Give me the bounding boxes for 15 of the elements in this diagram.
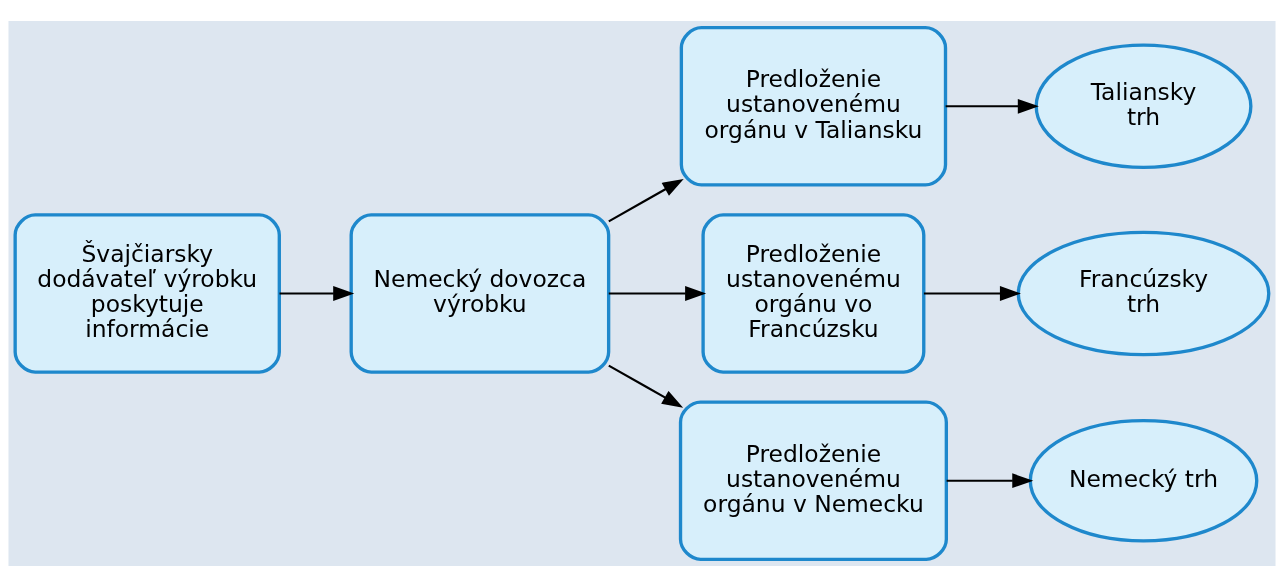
node-box: Predloženie ustanovenému orgánu v Nemecku [678, 400, 948, 561]
node-ellipse: Francúzsky trh [1016, 230, 1271, 356]
arrow [608, 178, 684, 222]
arrow [608, 285, 707, 301]
node-ellipse: Taliansky trh [1034, 43, 1253, 169]
node-box: Predloženie ustanovenému orgánu vo Francúzsku [701, 212, 926, 374]
arrow [608, 364, 684, 408]
node-ellipse: Nemecký trh [1028, 418, 1259, 543]
arrow [923, 285, 1021, 301]
arrow [279, 285, 355, 301]
arrow [946, 472, 1034, 488]
node-box: Nemecký dovozca výrobku [349, 212, 611, 374]
arrow [945, 98, 1039, 114]
node-box: Predloženie ustanovenému orgánu v Taliansku [679, 25, 948, 186]
node-box: Švajčiarsky dodávateľ výrobku poskytuje informácie [13, 212, 281, 374]
